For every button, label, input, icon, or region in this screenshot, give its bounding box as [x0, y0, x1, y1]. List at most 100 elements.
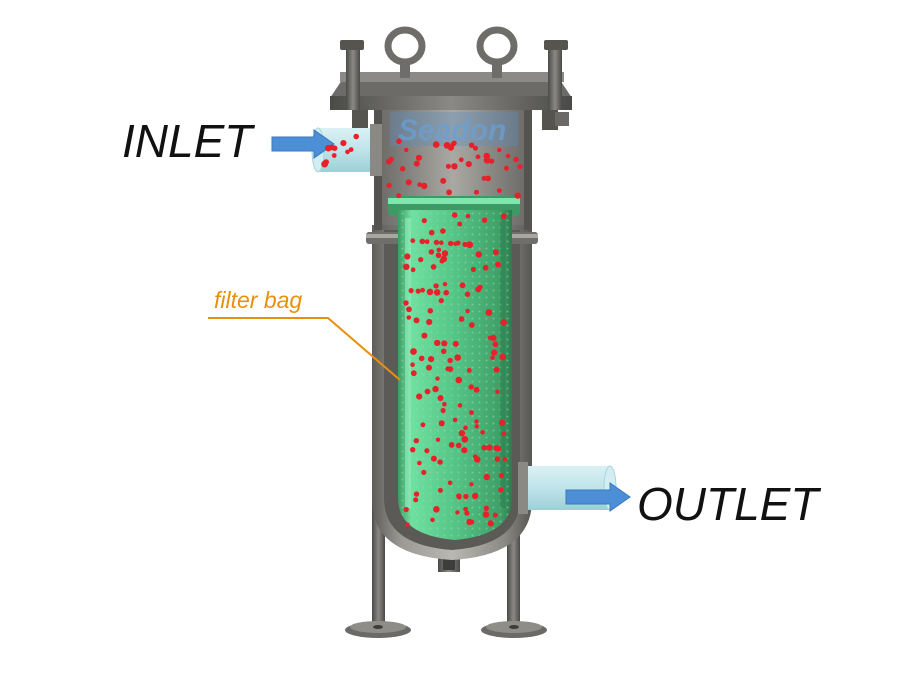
particle [405, 179, 412, 186]
particle [418, 257, 424, 263]
particle [475, 154, 481, 160]
particle [418, 355, 425, 362]
particle [447, 357, 453, 364]
particle [466, 241, 474, 249]
particle [321, 160, 328, 168]
particle [458, 157, 464, 163]
particle [498, 419, 506, 427]
particle [421, 218, 427, 224]
particle [463, 493, 469, 500]
particle [502, 456, 508, 462]
particle [500, 319, 507, 326]
particle [452, 340, 459, 347]
particle [440, 177, 447, 184]
particle [496, 188, 502, 194]
particle [439, 240, 444, 245]
particle [386, 182, 392, 189]
particle [433, 283, 439, 289]
particle [410, 267, 416, 273]
particle [468, 322, 475, 328]
particle [413, 317, 420, 324]
particle [426, 364, 432, 371]
particle [459, 282, 466, 289]
particle [427, 308, 434, 314]
particle [485, 175, 491, 182]
particle [481, 175, 487, 181]
particle [331, 153, 337, 158]
particle [430, 264, 437, 270]
particle [405, 522, 410, 527]
particle [495, 261, 501, 268]
particle [461, 436, 469, 443]
particle [433, 239, 440, 246]
particle [474, 424, 479, 429]
particle [408, 288, 414, 294]
particle [442, 401, 447, 407]
particle [437, 459, 443, 465]
particle [448, 240, 454, 247]
particle [469, 482, 474, 487]
particle [421, 332, 428, 339]
particle [440, 348, 447, 355]
particle [513, 156, 519, 163]
particle [505, 153, 511, 159]
particle [454, 354, 462, 361]
particle [420, 422, 426, 428]
outlet-label: OUTLET [637, 478, 821, 530]
particle [435, 437, 441, 442]
particle [465, 308, 470, 314]
particle [441, 340, 448, 347]
particle [483, 473, 490, 481]
filter-bag [388, 196, 520, 540]
particle [517, 164, 523, 170]
particle [451, 163, 458, 170]
particle [399, 166, 406, 172]
arrow-right-icon [271, 129, 335, 159]
particle [413, 491, 420, 497]
particle [421, 469, 427, 475]
outlet-pipe [518, 462, 617, 514]
particle [426, 288, 434, 296]
particle [457, 403, 463, 408]
particle [424, 388, 431, 395]
particle [428, 229, 435, 236]
particle [404, 147, 409, 153]
particle [439, 258, 445, 264]
particle [437, 487, 443, 493]
particle [480, 430, 485, 435]
particle [433, 506, 440, 513]
particle [455, 510, 460, 515]
callout-leader-line [208, 317, 401, 381]
particle [437, 395, 444, 401]
particle [419, 238, 426, 245]
particle [450, 141, 456, 147]
particle [424, 239, 430, 245]
particle [504, 165, 509, 171]
particle [481, 444, 488, 451]
particle [489, 158, 495, 164]
particle [466, 368, 472, 373]
particle [413, 497, 419, 503]
particle [413, 160, 420, 167]
particle [420, 287, 425, 293]
particle [448, 442, 455, 448]
particle [464, 510, 470, 516]
particle [446, 189, 452, 196]
particle [501, 431, 507, 436]
particle [428, 356, 435, 363]
particle [463, 506, 468, 512]
particle [471, 492, 479, 500]
contaminant-particles [321, 133, 523, 527]
particle [475, 251, 482, 258]
particle [406, 306, 412, 313]
particle [458, 316, 465, 322]
particle [445, 163, 451, 169]
particle [473, 145, 478, 151]
particle [498, 472, 505, 479]
particle [426, 318, 433, 326]
particle [485, 309, 493, 316]
particle [441, 250, 449, 257]
particle [438, 298, 444, 304]
particle [455, 442, 462, 449]
particle [345, 149, 350, 155]
